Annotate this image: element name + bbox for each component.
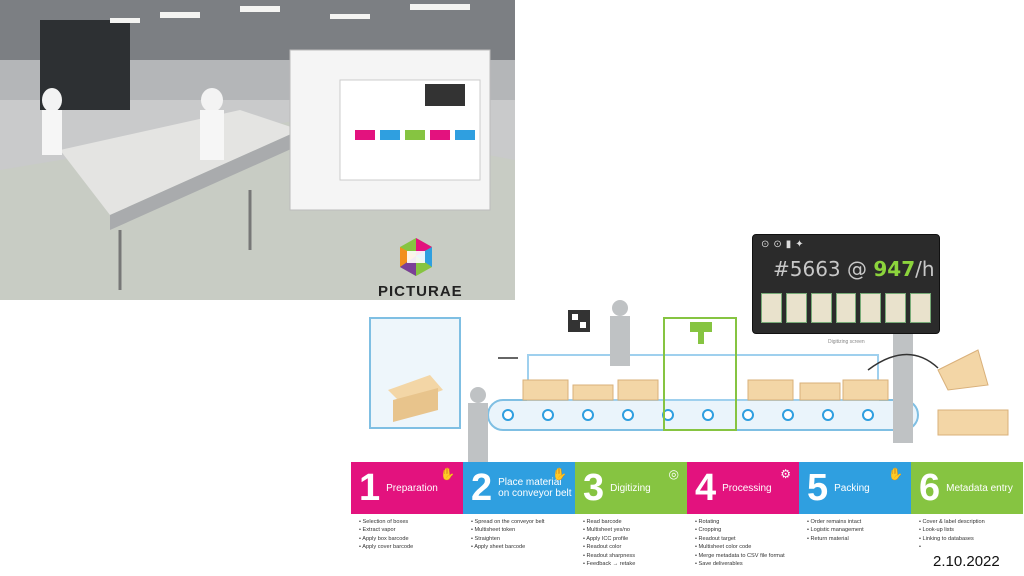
- scan-thumbnail: [810, 293, 832, 323]
- step-detail-item: Cropping: [695, 526, 799, 534]
- step-detail-item: Rotating: [695, 518, 799, 526]
- belt-frame: [527, 354, 879, 401]
- scan-rate: 947: [873, 257, 916, 281]
- scan-thumbnail: [910, 293, 932, 323]
- step-number: 1: [359, 467, 381, 509]
- step-number: 4: [695, 467, 717, 509]
- step-detail-item: Logistic management: [807, 526, 911, 534]
- hand-box-icon: ✋: [440, 467, 455, 481]
- step-detail-item: Spread on the conveyor belt: [471, 518, 575, 526]
- process-diagram: [348, 230, 1024, 465]
- step-label: Processing: [722, 482, 772, 494]
- conveyor-photo: [0, 0, 515, 300]
- scan-thumbnail: [785, 293, 807, 323]
- step-detail-item: Cover & label description: [919, 518, 1023, 526]
- barcode-icon: [568, 310, 590, 332]
- screen-caption: Digitizing screen: [828, 339, 865, 345]
- step-detail-item: Selection of boxes: [359, 518, 463, 526]
- camera-icon: ◎: [668, 467, 679, 481]
- step-detail-item: [919, 543, 1023, 551]
- scan-thumbnails: [761, 293, 932, 323]
- picturae-logo-mark-icon: [400, 238, 432, 276]
- step-detail-item: Read barcode: [583, 518, 687, 526]
- step-5: 5 Packing ✋: [799, 462, 911, 514]
- picturae-logo: PICTURAE: [378, 238, 478, 302]
- scan-rate-unit: /h: [915, 257, 935, 281]
- step-6-details: Cover & label descriptionLook-up listsLi…: [911, 518, 1023, 576]
- step-4-details: RotatingCroppingReadout targetMultisheet…: [687, 518, 799, 576]
- gears-icon: ⚙: [780, 467, 791, 481]
- digitizing-screen: ⊙⊙▮✦ #5663 @ 947/h: [752, 234, 940, 334]
- logo-text: PICTURAE: [378, 283, 463, 300]
- step-detail-item: Feedback → retake: [583, 560, 687, 568]
- step-label: Digitizing: [610, 482, 651, 494]
- box-prep: [388, 375, 443, 405]
- screen-toolbar-icons: ⊙⊙▮✦: [761, 239, 808, 250]
- step-detail-item: Return material: [807, 535, 911, 543]
- scan-thumbnail: [885, 293, 907, 323]
- scan-thumbnail: [761, 293, 782, 323]
- step-2-details: Spread on the conveyor beltMultisheet to…: [463, 518, 575, 576]
- step-detail-item: Multisheet token: [471, 526, 575, 534]
- step-1-details: Selection of boxesExtract vaporApply box…: [351, 518, 463, 576]
- step-6: 6 Metadata entry: [911, 462, 1023, 514]
- step-detail-item: Multisheet color code: [695, 543, 799, 551]
- hand-box-icon: ✋: [888, 467, 903, 481]
- step-detail-item: Apply ICC profile: [583, 535, 687, 543]
- scan-counter: #5663 @ 947/h: [773, 257, 935, 281]
- digitizing-zone: [663, 317, 737, 431]
- step-number: 2: [471, 467, 493, 509]
- camera-icon: [690, 322, 712, 332]
- step-1: 1 Preparation✋: [351, 462, 463, 514]
- step-detail-item: Apply cover barcode: [359, 543, 463, 551]
- step-detail-item: Order remains intact: [807, 518, 911, 526]
- scan-at: @: [847, 257, 868, 281]
- step-details: Selection of boxesExtract vaporApply box…: [351, 518, 1023, 576]
- step-detail-item: Save deliverables: [695, 560, 799, 568]
- step-detail-item: Readout target: [695, 535, 799, 543]
- scan-thumbnail: [860, 293, 882, 323]
- step-detail-item: Merge metadata to CSV file format: [695, 552, 799, 560]
- scan-thumbnail: [835, 293, 857, 323]
- step-detail-item: Extract vapor: [359, 526, 463, 534]
- step-5-details: Order remains intactLogistic managementR…: [799, 518, 911, 576]
- step-number: 6: [919, 467, 941, 509]
- step-detail-item: Readout sharpness: [583, 552, 687, 560]
- step-3-details: Read barcodeMultisheet yes/noApply ICC p…: [575, 518, 687, 576]
- step-detail-item: Linking to databases: [919, 535, 1023, 543]
- step-3: 3 Digitizing ◎: [575, 462, 687, 514]
- box-packed: [937, 409, 1009, 436]
- hand-box-icon: ✋: [552, 467, 567, 481]
- step-detail-item: Straighten: [471, 535, 575, 543]
- step-label: Preparation: [386, 482, 438, 494]
- step-detail-item: Look-up lists: [919, 526, 1023, 534]
- step-number: 5: [807, 467, 829, 509]
- step-detail-item: Readout color: [583, 543, 687, 551]
- step-label: Metadata entry: [946, 482, 1013, 494]
- step-label: Packing: [834, 482, 870, 494]
- step-detail-item: Apply sheet barcode: [471, 543, 575, 551]
- step-detail-item: Multisheet yes/no: [583, 526, 687, 534]
- scan-count: #5663: [773, 257, 841, 281]
- step-number: 3: [583, 467, 605, 509]
- slide-date: 2.10.2022: [933, 553, 1000, 570]
- step-detail-item: Apply box barcode: [359, 535, 463, 543]
- step-label: Place material on conveyor belt: [498, 477, 572, 499]
- step-4: 4 Processing ⚙: [687, 462, 799, 514]
